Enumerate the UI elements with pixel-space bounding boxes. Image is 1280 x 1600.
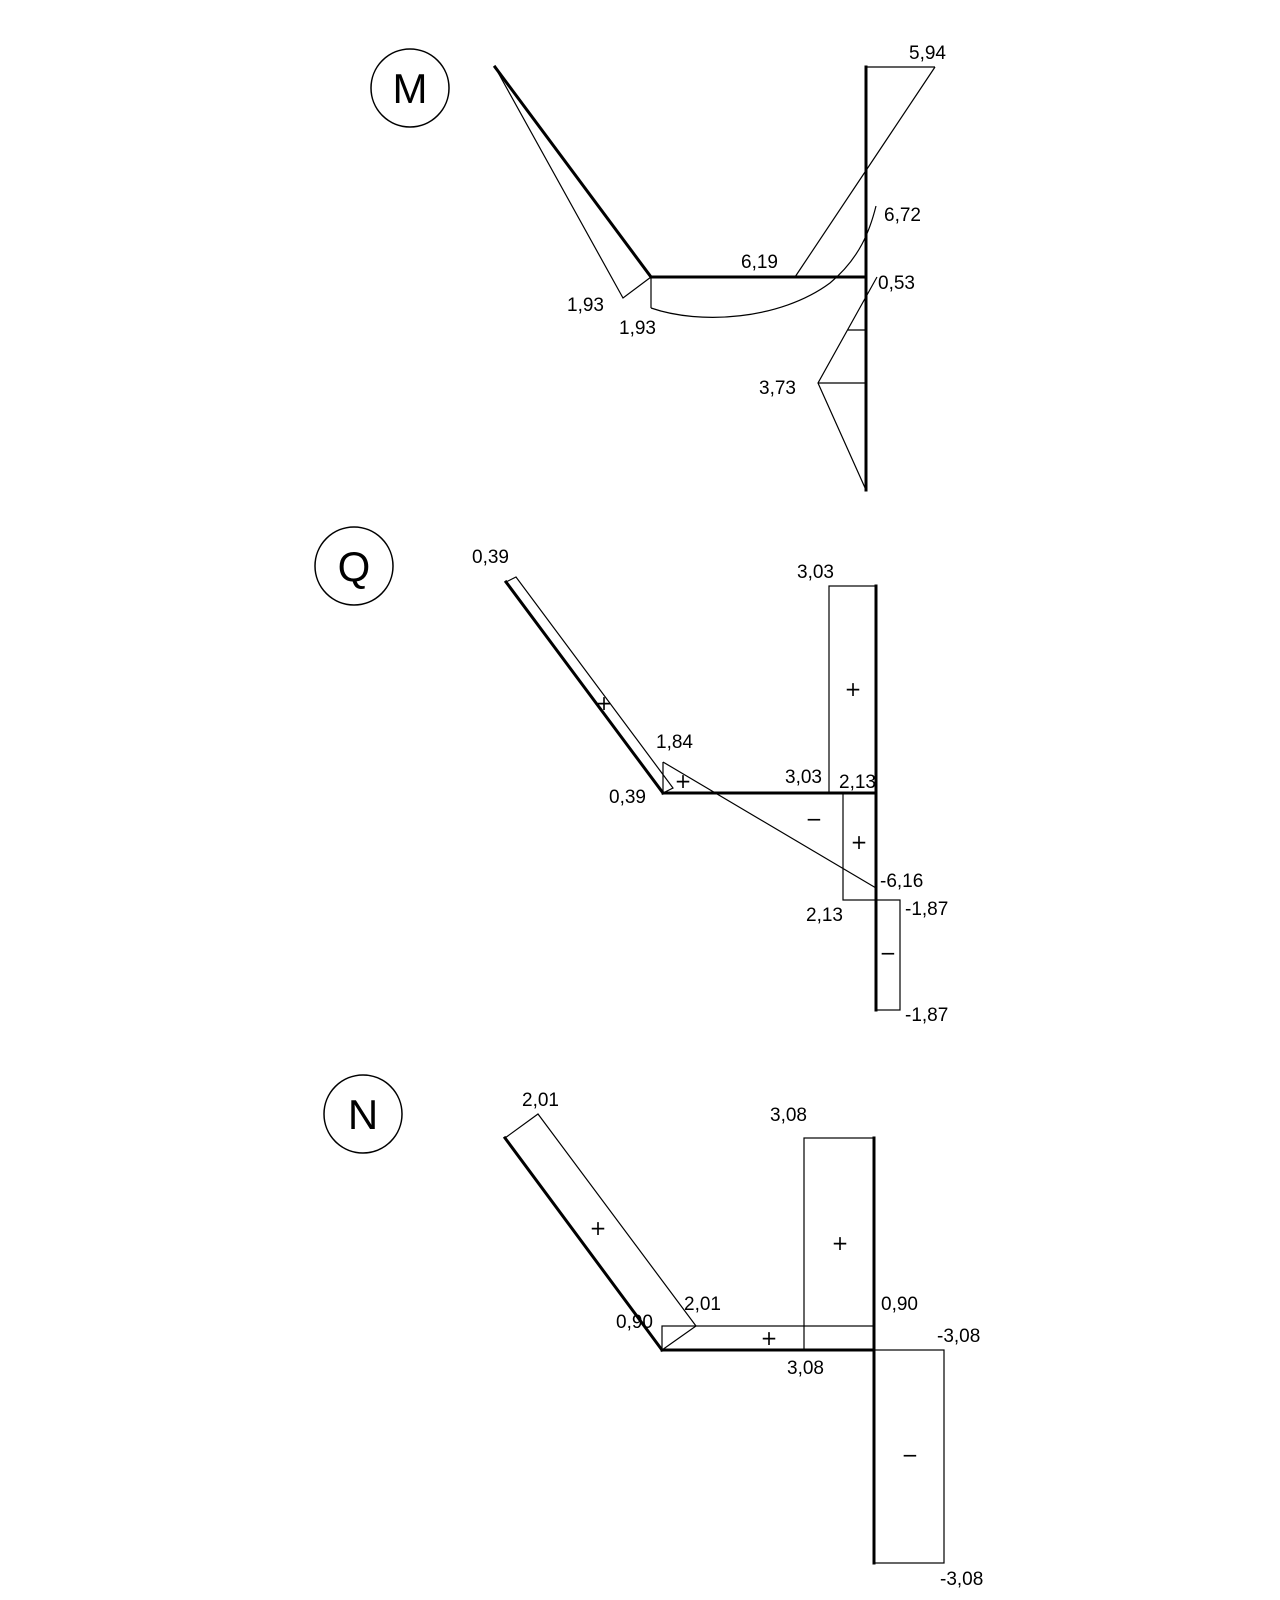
normal-label: -3,08 xyxy=(937,1326,980,1347)
shear-label: 2,13 xyxy=(806,905,843,926)
normal-diagram: N + + + − 2,01 3,08 2,01 0,90 0,90 -3,08… xyxy=(323,1074,983,1590)
normal-column-lower-rect xyxy=(873,1349,945,1564)
shear-label: 2,13 xyxy=(839,772,876,793)
normal-label: 2,01 xyxy=(684,1294,721,1315)
shear-sign: + xyxy=(845,677,862,701)
shear-sign: + xyxy=(675,769,692,793)
moment-label: 1,93 xyxy=(619,318,656,339)
shear-diagram: Q + + + − + − 0,39 3,03 1,84 3,03 2,13 0… xyxy=(314,526,948,1026)
normal-sign: − xyxy=(902,1443,919,1467)
shear-label: 3,03 xyxy=(785,767,822,788)
moment-label: 1,93 xyxy=(567,295,604,316)
shear-sign: − xyxy=(806,807,823,831)
shear-diagram-letter: Q xyxy=(338,543,371,590)
normal-column-upper-rect xyxy=(803,1137,875,1351)
moment-label: 5,94 xyxy=(909,43,946,64)
normal-inclined-member xyxy=(502,1135,665,1353)
normal-sign: + xyxy=(761,1326,778,1350)
shear-inclined-member xyxy=(503,579,666,796)
normal-label: 3,08 xyxy=(770,1105,807,1126)
moment-label: 6,72 xyxy=(884,205,921,226)
moment-inclined-triangle xyxy=(494,66,652,299)
shear-label: -6,16 xyxy=(880,871,923,892)
shear-label: -1,87 xyxy=(905,1005,948,1026)
normal-label: -3,08 xyxy=(940,1569,983,1590)
moment-label: 3,73 xyxy=(759,378,796,399)
shear-label: -1,87 xyxy=(905,899,948,920)
normal-sign: + xyxy=(590,1216,607,1240)
moment-label: 6,19 xyxy=(741,252,778,273)
normal-label: 2,01 xyxy=(522,1090,559,1111)
shear-sign: + xyxy=(596,691,613,715)
moment-diagram-letter: M xyxy=(393,65,428,112)
shear-label: 3,03 xyxy=(797,562,834,583)
moment-diagram-badge xyxy=(370,48,450,128)
normal-label: 3,08 xyxy=(787,1358,824,1379)
shear-beam-line xyxy=(662,761,877,889)
shear-inclined-strip xyxy=(505,576,674,794)
shear-diagram-badge xyxy=(314,526,394,606)
shear-sign: − xyxy=(880,941,897,965)
normal-inclined-strip xyxy=(504,1113,697,1351)
moment-beam-parabola xyxy=(650,205,877,318)
moment-diagram: M 5,94 6,72 6,19 0,53 1,93 1,93 3,73 xyxy=(370,43,946,492)
moment-column-upper-line xyxy=(794,66,936,278)
moment-label: 0,53 xyxy=(878,273,915,294)
shear-label: 1,84 xyxy=(656,732,693,753)
normal-diagram-badge xyxy=(323,1074,403,1154)
shear-label: 0,39 xyxy=(609,787,646,808)
shear-column-lower-rect xyxy=(875,899,901,1011)
shear-sign: + xyxy=(851,830,868,854)
shear-column-middle-rect xyxy=(842,792,877,901)
normal-label: 0,90 xyxy=(881,1294,918,1315)
normal-label: 0,90 xyxy=(616,1312,653,1333)
normal-sign: + xyxy=(832,1231,849,1255)
moment-inclined-member xyxy=(492,64,654,280)
shear-label: 0,39 xyxy=(472,547,509,568)
normal-diagram-letter: N xyxy=(348,1091,378,1138)
